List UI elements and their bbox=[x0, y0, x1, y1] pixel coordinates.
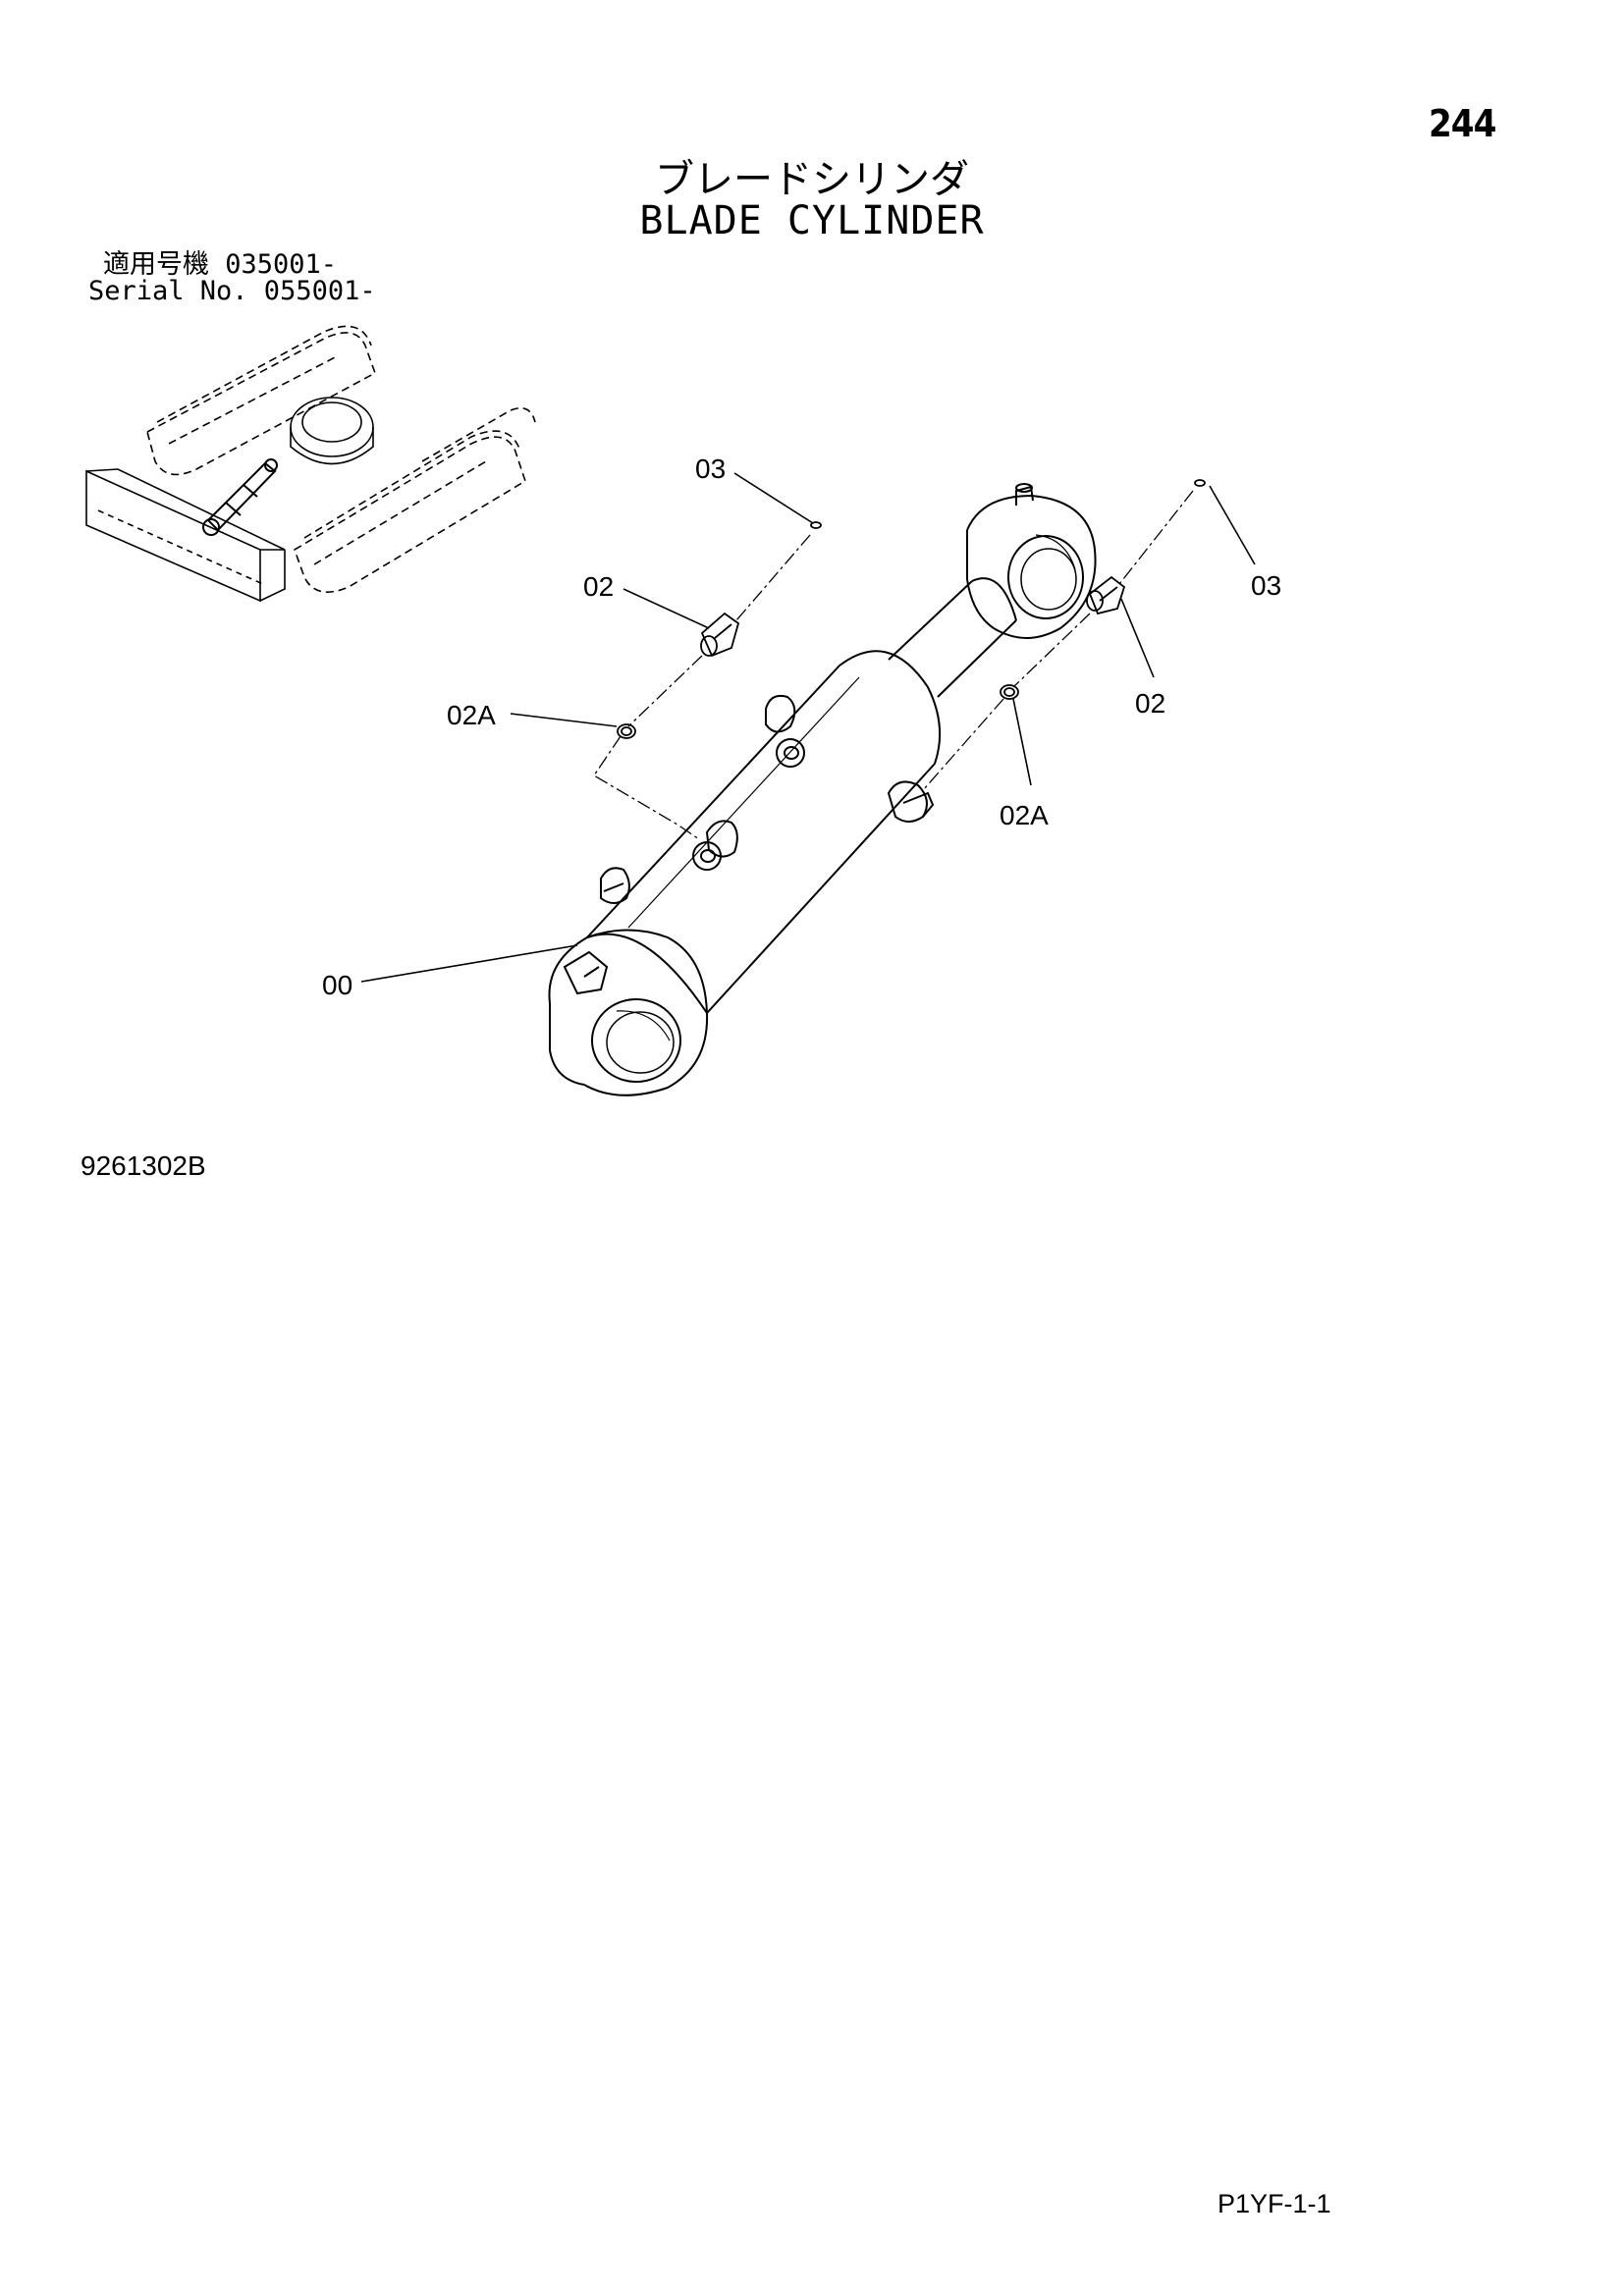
serial-applicable-jp: 適用号機 035001- bbox=[103, 249, 338, 280]
rod-end-eye bbox=[966, 483, 1097, 639]
drawing-code: 9261302B bbox=[81, 1150, 206, 1181]
head-end-eye bbox=[548, 929, 709, 1096]
assembly-lines bbox=[593, 490, 1194, 840]
fittings bbox=[617, 479, 1206, 739]
adapter-02-left bbox=[700, 612, 740, 658]
cylinder-rod bbox=[888, 577, 1017, 698]
callout-02a-left: 02A bbox=[447, 700, 496, 730]
page-code: P1YF-1-1 bbox=[1218, 2189, 1331, 2218]
title-english: BLADE CYLINDER bbox=[639, 198, 985, 243]
callout-02-right: 02 bbox=[1135, 688, 1165, 719]
location-thumbnail bbox=[85, 325, 536, 603]
cylinder-barrel bbox=[586, 650, 942, 1014]
cap-03-left bbox=[810, 521, 822, 529]
leader-lines bbox=[360, 472, 1256, 983]
thumbnail-track-left bbox=[146, 325, 376, 476]
o-ring-02A-right bbox=[1000, 684, 1019, 700]
callout-00: 00 bbox=[322, 970, 352, 1000]
callout-02-left: 02 bbox=[583, 571, 614, 602]
title-japanese: ブレードシリンダ bbox=[655, 157, 969, 202]
callout-02a-right: 02A bbox=[1000, 800, 1049, 830]
thumbnail-track-right bbox=[294, 406, 536, 593]
blade-cylinder-drawing bbox=[548, 483, 1097, 1096]
callout-03-left: 03 bbox=[695, 454, 726, 484]
thumbnail-blade bbox=[85, 468, 286, 603]
callout-03-right: 03 bbox=[1251, 570, 1281, 601]
barrel-ports bbox=[600, 694, 935, 904]
thumbnail-swing-ring bbox=[290, 397, 374, 465]
adapter-02-right bbox=[1086, 575, 1126, 615]
serial-number: Serial No. 055001- bbox=[88, 276, 376, 306]
cap-03-right bbox=[1194, 479, 1206, 487]
thumbnail-blade-cylinder bbox=[202, 458, 278, 536]
page-number: 244 bbox=[1429, 102, 1496, 145]
o-ring-02A-left bbox=[617, 723, 636, 739]
